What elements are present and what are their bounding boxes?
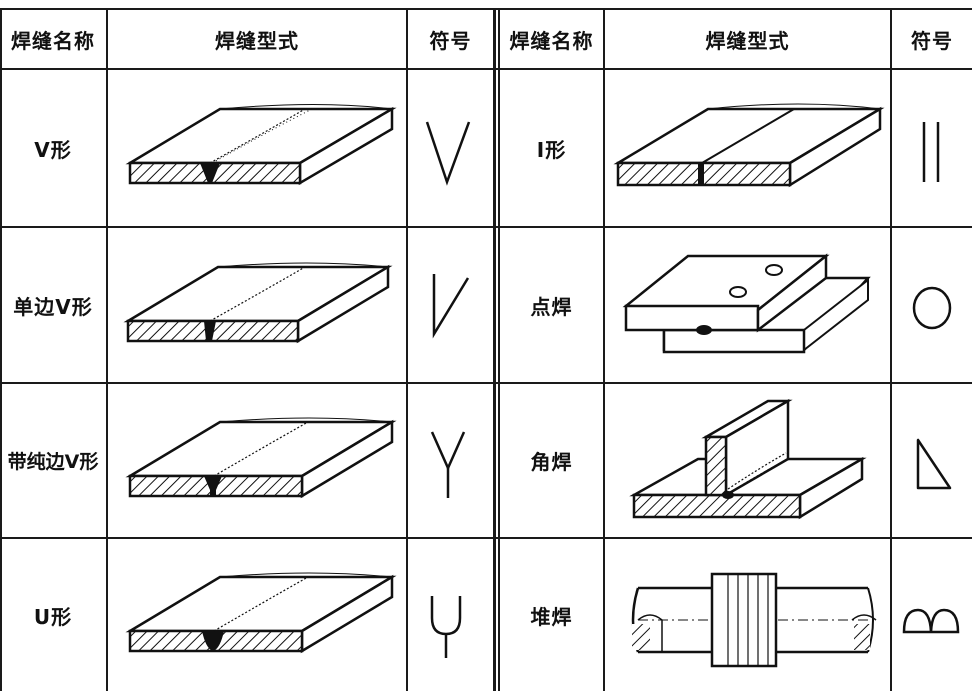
u-groove-symbol-icon <box>430 596 462 658</box>
v-with-root-face-symbol-icon <box>430 431 466 498</box>
col-divider-2 <box>406 8 408 691</box>
center-divider-b <box>498 8 500 691</box>
col-divider-4 <box>603 8 605 691</box>
spot-weld-icon <box>622 253 871 354</box>
row-name-u: U形 <box>33 604 73 629</box>
single-bevel-weld-icon <box>123 262 393 344</box>
col-divider-5 <box>890 8 892 691</box>
row-name-spot: 点焊 <box>530 294 573 319</box>
header-right-form: 焊缝型式 <box>705 28 790 53</box>
header-right-symbol: 符号 <box>911 28 953 53</box>
square-groove-symbol-icon <box>922 122 940 182</box>
header-right-name: 焊缝名称 <box>509 28 594 53</box>
row-name-single-bevel: 单边V形 <box>13 294 93 319</box>
u-groove-weld-icon <box>125 572 397 654</box>
fillet-weld-icon <box>629 398 867 520</box>
header-divider <box>0 68 972 70</box>
table-top-border <box>0 8 972 10</box>
v-root-face-weld-icon <box>125 417 397 499</box>
center-divider-a <box>493 8 496 691</box>
header-left-symbol: 符号 <box>429 28 472 53</box>
row-divider-1 <box>0 226 972 228</box>
spot-weld-symbol-icon <box>912 286 952 330</box>
v-groove-symbol-icon <box>425 121 471 186</box>
header-left-name: 焊缝名称 <box>11 28 95 53</box>
row-divider-2 <box>0 382 972 384</box>
left-border <box>0 8 2 691</box>
col-divider-1 <box>106 8 108 691</box>
fillet-weld-symbol-icon <box>916 438 952 490</box>
surfacing-weld-icon <box>631 572 877 668</box>
square-groove-weld-icon <box>613 103 885 188</box>
row-name-v-root-face: 带纯边V形 <box>7 451 99 473</box>
row-name-i: I形 <box>536 137 567 162</box>
single-bevel-symbol-icon <box>432 274 470 339</box>
v-groove-weld-icon <box>125 104 397 186</box>
header-left-form: 焊缝型式 <box>215 28 299 53</box>
row-divider-3 <box>0 537 972 539</box>
row-name-surfacing: 堆焊 <box>530 604 573 629</box>
surfacing-weld-symbol-icon <box>902 608 960 634</box>
row-name-fillet: 角焊 <box>530 450 573 474</box>
row-name-v: V形 <box>34 137 72 162</box>
